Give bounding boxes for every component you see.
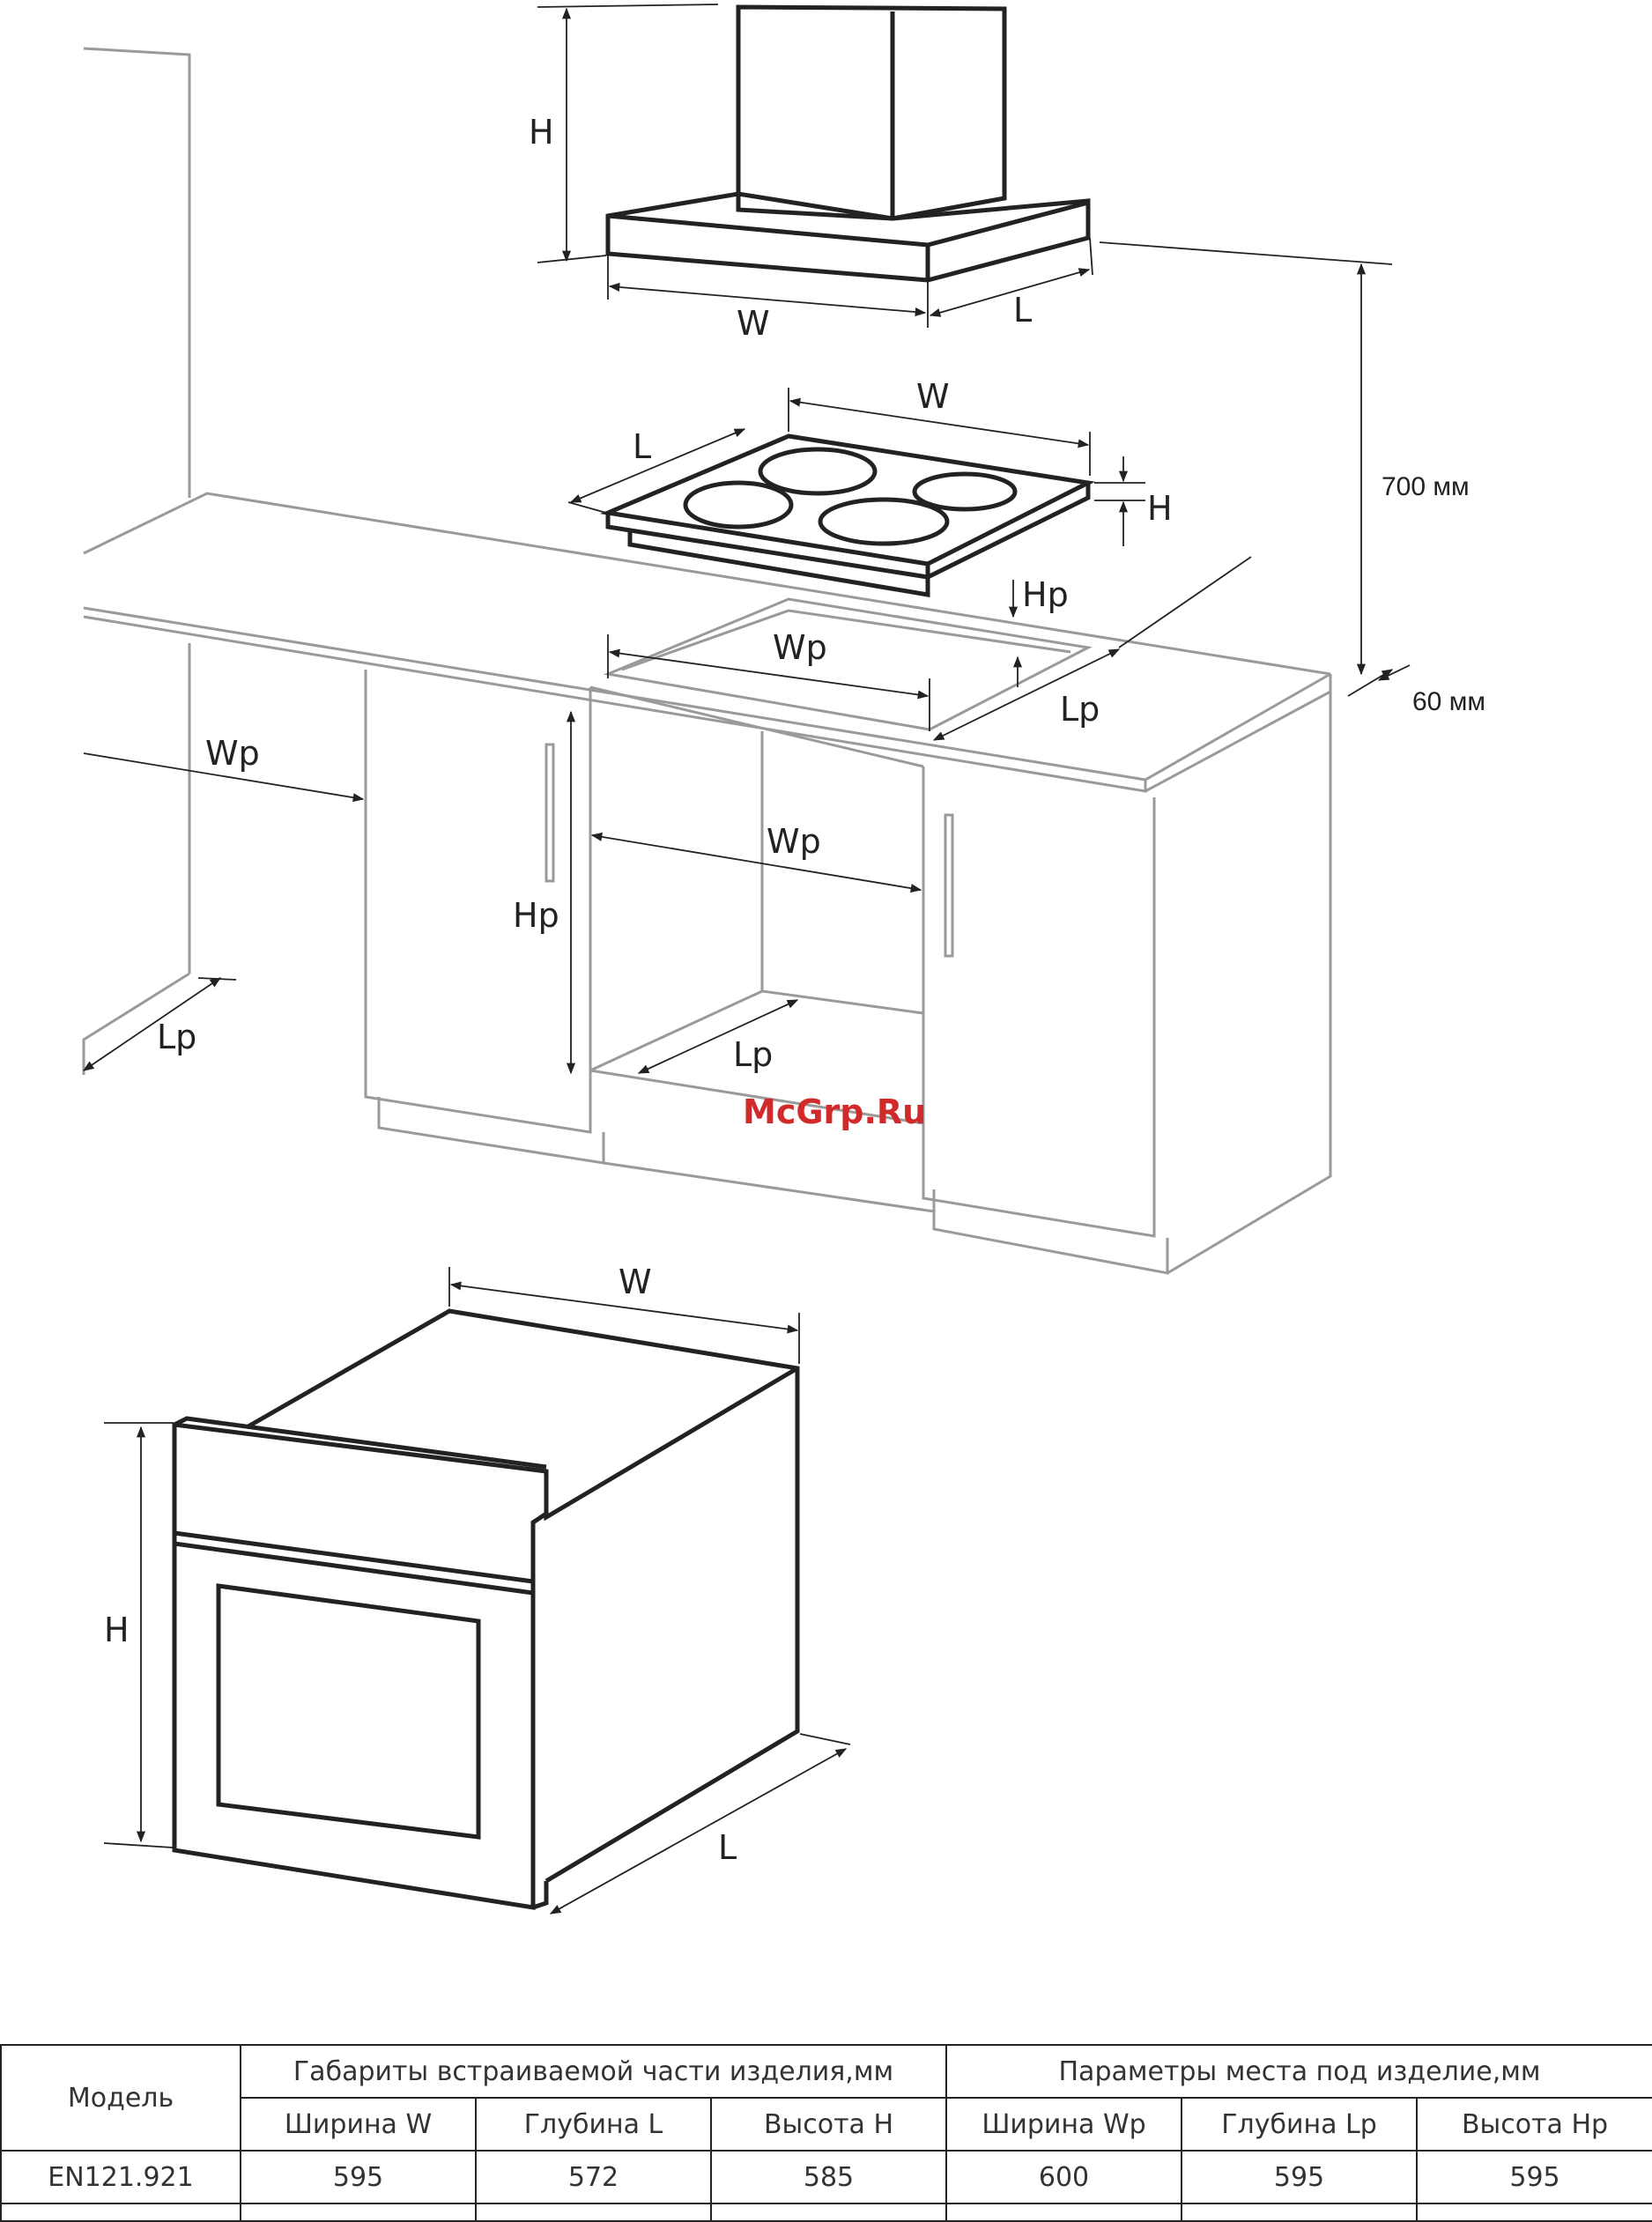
hob-height-label: H [1147, 489, 1173, 528]
table-row-partial [1, 2203, 1652, 2221]
hob-width-label: W [916, 377, 950, 416]
col-width-wp: Ширина Wp [946, 2098, 1182, 2151]
wall-wp-label: Wp [205, 734, 260, 773]
installation-space-header: Параметры места под изделие,мм [946, 2045, 1652, 2098]
niche-lp-label: Lp [733, 1035, 773, 1074]
value-cell: 585 [711, 2151, 946, 2203]
empty-cell [241, 2203, 476, 2221]
value-cell: 572 [476, 2151, 711, 2203]
empty-cell [711, 2203, 946, 2221]
hood-depth-label: L [1013, 291, 1032, 330]
wall-lp-label: Lp [157, 1018, 196, 1056]
cabinet [189, 643, 1330, 1273]
table-row: EN121.921 595 572 585 600 595 595 [1, 2151, 1652, 2203]
installation-diagram: H W L W L H 700 мм Hp Wp Lp 60 мм Wp Lp … [0, 0, 1652, 2026]
oven-width-label: W [619, 1263, 652, 1301]
empty-cell [1182, 2203, 1417, 2221]
oven-height-label: H [104, 1611, 130, 1649]
hood-width-label: W [737, 304, 770, 343]
hob [608, 436, 1088, 595]
counter-edge-label: 60 мм [1412, 687, 1485, 716]
empty-cell [476, 2203, 711, 2221]
oven-depth-label: L [718, 1828, 737, 1867]
cutout-hp-label: Hp [1022, 575, 1069, 614]
watermark: McGrp.Ru [743, 1092, 926, 1131]
niche-wp-label: Wp [767, 822, 821, 861]
model-cell: EN121.921 [1, 2151, 241, 2203]
hood-height-label: H [529, 113, 554, 152]
col-height-hp: Высота Hp [1417, 2098, 1652, 2151]
empty-cell [1, 2203, 241, 2221]
col-depth-lp: Глубина Lp [1182, 2098, 1417, 2151]
value-cell: 595 [1417, 2151, 1652, 2203]
col-width-w: Ширина W [241, 2098, 476, 2151]
countertop [84, 493, 1330, 791]
dimension-lines [84, 4, 1410, 1914]
empty-cell [1417, 2203, 1652, 2221]
hood-hob-distance-label: 700 мм [1382, 472, 1470, 501]
model-header: Модель [1, 2045, 241, 2151]
cutout-lp-label: Lp [1060, 690, 1100, 729]
product-dimensions-header: Габариты встраиваемой части изделия,мм [241, 2045, 946, 2098]
col-depth-l: Глубина L [476, 2098, 711, 2151]
hob-cutout [608, 599, 1088, 730]
cutout-wp-label: Wp [773, 628, 827, 667]
niche-hp-label: Hp [513, 896, 559, 935]
dimensions-table: Модель Габариты встраиваемой части издел… [0, 2044, 1652, 2222]
empty-cell [946, 2203, 1182, 2221]
value-cell: 595 [1182, 2151, 1417, 2203]
built-in-oven [174, 1311, 797, 1907]
hob-depth-label: L [633, 427, 651, 466]
value-cell: 600 [946, 2151, 1182, 2203]
wall-outline [84, 48, 189, 1075]
range-hood [608, 7, 1088, 280]
col-height-h: Высота H [711, 2098, 946, 2151]
value-cell: 595 [241, 2151, 476, 2203]
